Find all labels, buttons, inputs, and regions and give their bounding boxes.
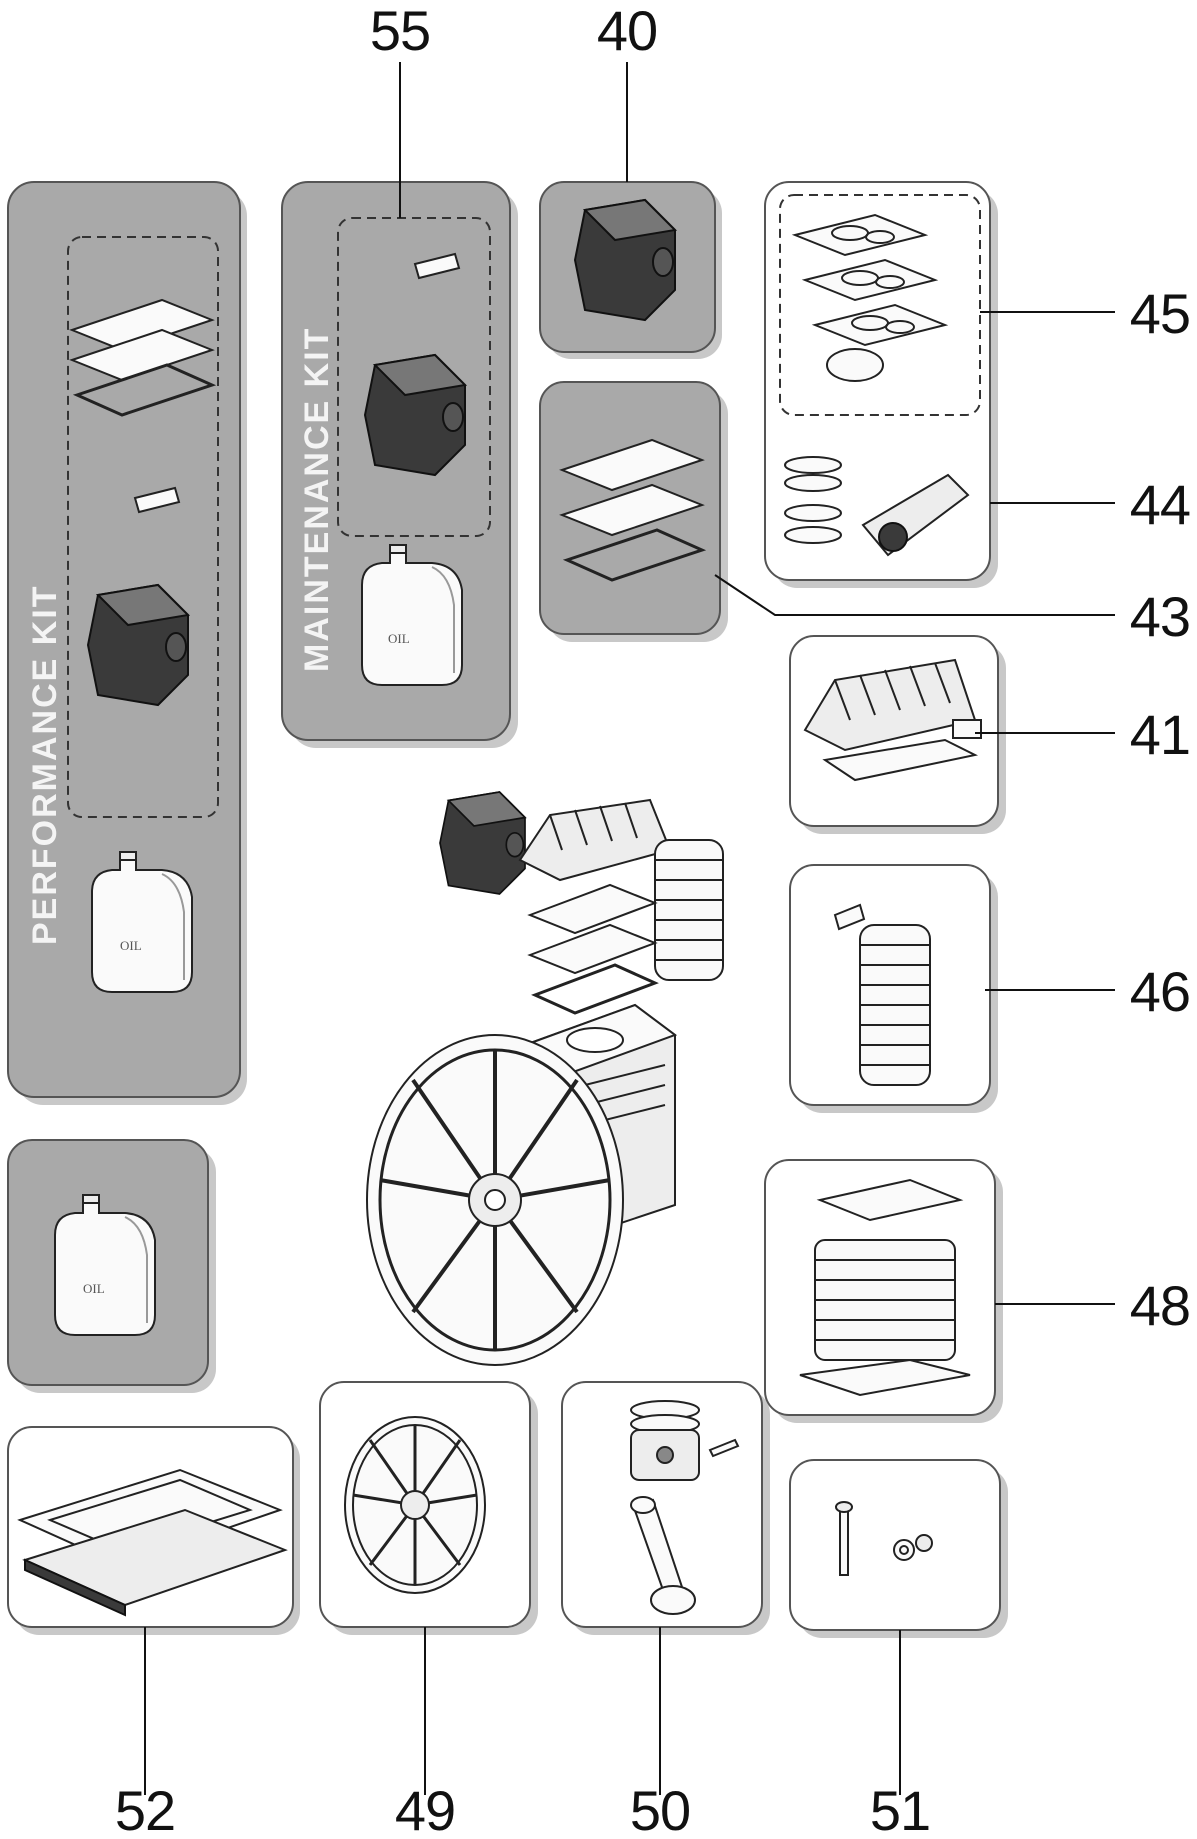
- cylinder-head-icon: [518, 798, 672, 882]
- air-filter-icon: [87, 584, 189, 706]
- air-filter-icon: [439, 791, 526, 895]
- piston-icon: [630, 1400, 740, 1481]
- callout-numbers: 55 40 45 44 43 41 46 48 52 49 50 51: [115, 0, 1191, 1839]
- callout-55: 55: [370, 0, 430, 62]
- piston-icon: [784, 456, 970, 557]
- part-52-box: [7, 1426, 300, 1635]
- flywheel-icon: [366, 1034, 624, 1366]
- valve-plate-icon: [69, 298, 217, 417]
- leader-43: [714, 574, 1115, 616]
- gasket-icon: [17, 1468, 288, 1617]
- oil-bottle-icon: OIL: [361, 544, 463, 686]
- compressor-assembly: [366, 791, 724, 1366]
- part-49-box: [319, 1381, 538, 1635]
- callout-45: 45: [1130, 282, 1190, 345]
- part-45-44-box: [764, 181, 998, 588]
- callout-41: 41: [1130, 703, 1190, 766]
- part-43-box: [539, 381, 728, 642]
- oil-bottle-icon: OIL: [54, 1194, 156, 1336]
- valve-plate-icon: [527, 883, 659, 1015]
- part-40-box: [539, 181, 722, 359]
- callout-40: 40: [597, 0, 657, 62]
- oil-box: OIL: [7, 1139, 216, 1393]
- part-48-box: [764, 1159, 1003, 1423]
- gasket-icon: [413, 252, 461, 280]
- valve-plate-icon: [559, 438, 707, 582]
- performance-kit-contents-outline: [67, 236, 219, 818]
- performance-kit-label: PERFORMANCE KIT: [26, 584, 64, 945]
- air-filter-icon: [364, 354, 466, 476]
- part-41-box: [789, 635, 1006, 834]
- callout-46: 46: [1130, 960, 1190, 1023]
- oil-bottle-icon: OIL: [91, 851, 193, 993]
- cylinder-head-icon: [803, 658, 982, 782]
- callout-50: 50: [630, 1779, 690, 1839]
- cylinder-icon: [833, 903, 931, 1086]
- oil-bottle-label: OIL: [120, 938, 142, 953]
- bolt-icon: [835, 1501, 933, 1576]
- maintenance-kit-label: MAINTENANCE KIT: [298, 327, 336, 672]
- part-51-box: [789, 1459, 1008, 1638]
- callout-44: 44: [1130, 473, 1190, 536]
- callout-49: 49: [395, 1779, 455, 1839]
- connecting-rod-icon: [630, 1496, 696, 1615]
- oil-bottle-label: OIL: [388, 631, 410, 646]
- oil-bottle-label: OIL: [83, 1281, 105, 1296]
- part-45-contents-outline: [779, 194, 981, 416]
- air-filter-icon: [574, 199, 676, 321]
- performance-kit-box: OIL PERFORMANCE KIT: [7, 181, 247, 1105]
- callout-48: 48: [1130, 1274, 1190, 1337]
- gasket-icon: [133, 486, 181, 514]
- leader-lines: [144, 62, 1115, 1795]
- part-46-box: [789, 864, 998, 1113]
- maintenance-kit-box: OIL MAINTENANCE KIT: [281, 181, 518, 748]
- part-50-box: [561, 1381, 770, 1635]
- gasket-icon: [794, 214, 946, 382]
- flywheel-icon: [344, 1416, 486, 1594]
- callout-52: 52: [115, 1779, 175, 1839]
- maintenance-kit-contents-outline: [337, 217, 491, 537]
- callout-51: 51: [870, 1779, 930, 1839]
- callout-43: 43: [1130, 585, 1190, 648]
- cylinder-icon: [654, 839, 724, 981]
- cylinder-icon: [799, 1178, 971, 1397]
